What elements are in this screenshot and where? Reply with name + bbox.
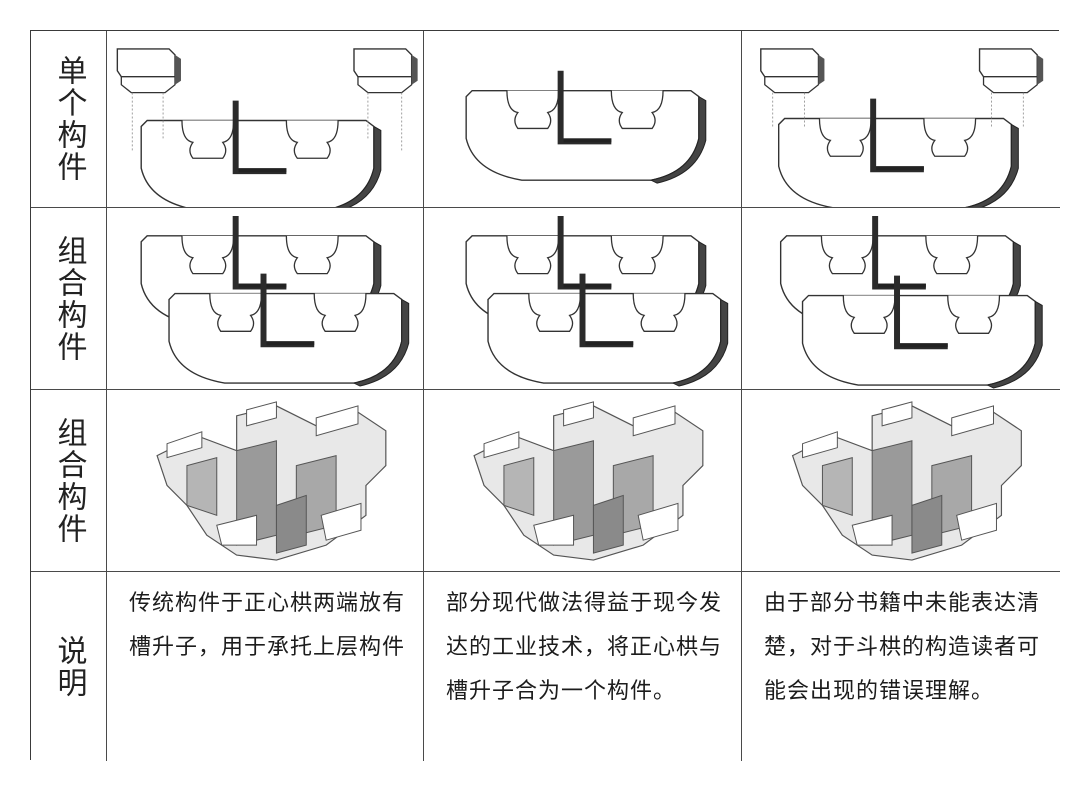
figure-modern-single [424, 31, 742, 208]
description-traditional: 传统构件于正心栱两端放有槽升子，用于承托上层构件 [107, 572, 424, 761]
figure-traditional-combined [107, 208, 424, 390]
row-label-combined-component-1: 组合构件 [31, 208, 107, 390]
figure-traditional-solid [107, 390, 424, 572]
description-misunderstood: 由于部分书籍中未能表达清楚，对于斗栱的构造读者可能会出现的错误理解。 [742, 572, 1060, 761]
figure-traditional-single [107, 31, 424, 208]
figure-modern-combined [424, 208, 742, 390]
figure-misunderstood-combined [742, 208, 1060, 390]
comparison-table: 单个构件 组合构件 [30, 30, 1060, 761]
description-modern: 部分现代做法得益于现今发达的工业技术，将正心栱与槽升子合为一个构件。 [424, 572, 742, 761]
row-label-combined-component-2: 组合构件 [31, 390, 107, 572]
row-label-single-component: 单个构件 [31, 31, 107, 208]
figure-modern-solid [424, 390, 742, 572]
figure-misunderstood-solid [742, 390, 1060, 572]
row-label-description: 说明 [31, 572, 107, 761]
figure-misunderstood-single [742, 31, 1060, 208]
